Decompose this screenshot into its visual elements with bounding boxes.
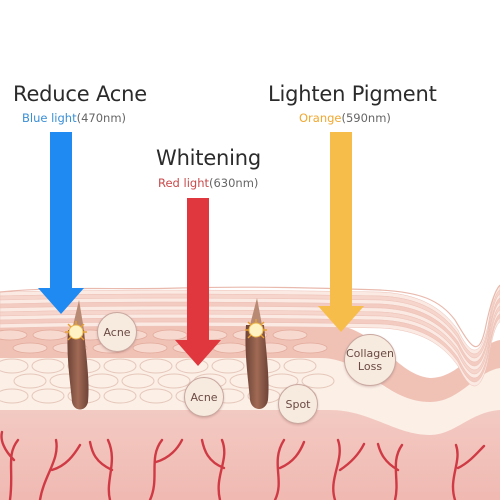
blood-vessel (332, 438, 366, 500)
sebum-burst-icon (65, 321, 87, 341)
orange-light-label: Orange(590nm) (299, 111, 391, 125)
fat-cell (283, 358, 317, 374)
blood-vessels (0, 430, 486, 500)
fat-cell (31, 358, 65, 374)
dermis-cell (132, 342, 168, 354)
fat-cell (31, 388, 65, 404)
blood-vessel (88, 438, 114, 500)
blood-vessel (0, 430, 20, 500)
lighten-pigment-title: Lighten Pigment (268, 82, 437, 106)
blood-vessel (376, 442, 404, 500)
blood-vessel (200, 438, 226, 500)
blue-light-label: Blue light(470nm) (22, 111, 127, 125)
red-light-arrow (175, 198, 221, 366)
whitening-title: Whitening (156, 146, 262, 170)
collagen-loss-callout: Collagen Loss (344, 334, 396, 386)
collagen-loss-line-1: Collagen (346, 347, 394, 360)
deep-tissue-layer (0, 395, 500, 500)
hair-follicle-right (245, 298, 269, 409)
dermis-cell (272, 329, 308, 341)
fat-cell (103, 388, 137, 404)
fat-cell (301, 373, 335, 389)
fat-cell (121, 373, 155, 389)
blood-vessel (273, 438, 306, 500)
sebum-burst-icon (245, 319, 267, 339)
dermis-cell (12, 342, 48, 354)
fat-cell (139, 388, 173, 404)
fat-cell (103, 358, 137, 374)
dermis-cell (32, 329, 68, 341)
blood-vessel (38, 438, 82, 500)
blue-light-arrow (38, 132, 84, 314)
orange-light-arrow (318, 132, 364, 332)
skin-surface (0, 284, 500, 348)
acne-callout-lower: Acne (184, 377, 224, 417)
fat-cell (13, 373, 47, 389)
dermis-cell (212, 342, 248, 354)
dermis-cell (0, 329, 28, 341)
red-light-label: Red light(630nm) (158, 176, 259, 190)
hair-follicle-left (65, 300, 89, 410)
blood-vessel (451, 443, 486, 500)
fat-cell (0, 358, 29, 374)
acne-callout-upper: Acne (97, 312, 137, 352)
blood-vessel (148, 438, 184, 500)
reduce-acne-title: Reduce Acne (13, 82, 147, 106)
collagen-loss-line-2: Loss (357, 360, 383, 373)
dermis-cell (152, 329, 188, 341)
fat-cell (139, 358, 173, 374)
dermis-cell (292, 342, 328, 354)
fat-cell (0, 388, 29, 404)
fat-cell (211, 358, 245, 374)
spot-callout: Spot (278, 384, 318, 424)
